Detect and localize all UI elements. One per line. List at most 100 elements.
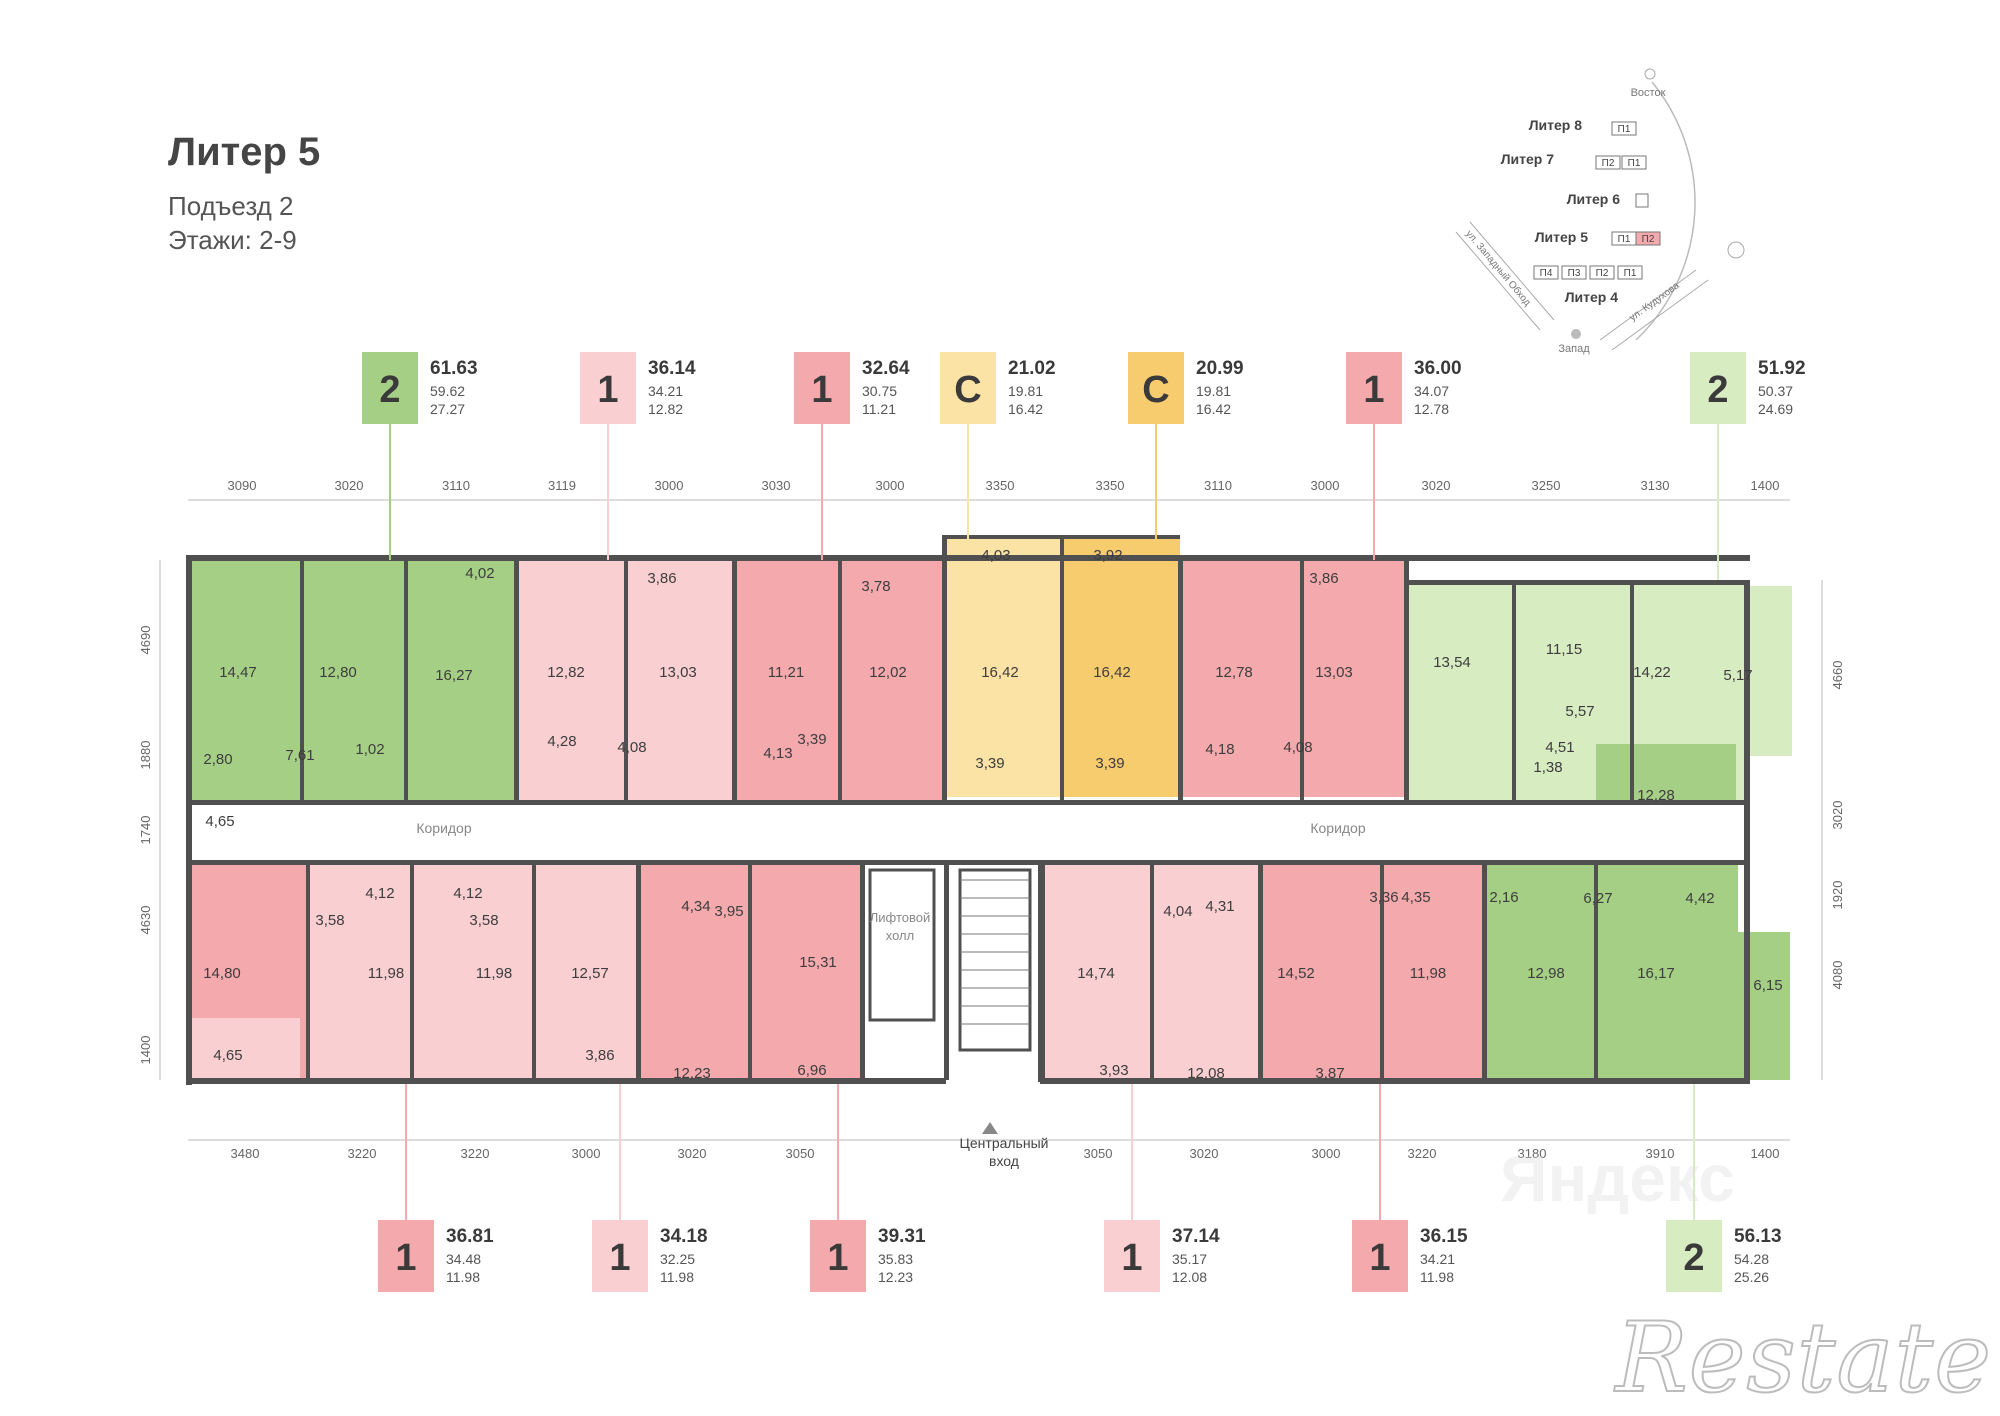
dimension-top: 3110	[1204, 478, 1232, 493]
badge-top-1-living: 34.21	[648, 383, 683, 399]
room-area-top: 4,18	[1205, 741, 1234, 758]
room-area-bottom: 4,35	[1401, 889, 1430, 906]
dimension-top: 3250	[1532, 478, 1561, 493]
dimension-top: 3030	[762, 478, 791, 493]
entrance-lit7-p2-label: П2	[1602, 158, 1615, 169]
room-area-top: 4,13	[763, 745, 792, 762]
dimension-bottom: 3000	[572, 1146, 601, 1161]
wall-20	[306, 862, 310, 1080]
badge-bottom-4-kitchen: 11.98	[1420, 1269, 1454, 1285]
lift-shaft-left	[868, 868, 936, 1022]
page-title: Литер 5	[168, 130, 321, 174]
room-area-bottom: 11,98	[476, 965, 512, 982]
liter-label: Литер 8	[1529, 117, 1583, 133]
dimension-bottom: 3050	[786, 1146, 815, 1161]
room-area-bottom: 4,31	[1205, 898, 1234, 915]
badge-bottom-3-total: 37.14	[1172, 1226, 1220, 1247]
plan-header: Литер 5 Подъезд 2 Этажи: 2-9	[168, 130, 320, 257]
dimension-top: 3110	[442, 478, 470, 493]
wall-28	[1258, 862, 1263, 1080]
dimension-left: 4690	[138, 626, 153, 655]
badge-top-3-kitchen: 16.42	[1008, 401, 1043, 417]
dimension-bottom: 3910	[1646, 1146, 1675, 1161]
entrance-label: Подъезд 2	[168, 191, 294, 221]
room-area-top: 4,65	[205, 813, 234, 830]
badge-bottom-0-rooms: 1	[395, 1237, 416, 1279]
room-area-top: 3,92	[1093, 547, 1122, 564]
room-area-top: 12,02	[869, 664, 907, 681]
entrance-lit7-p2-box	[1595, 155, 1621, 170]
room-area-bottom: 11,98	[368, 965, 404, 982]
wall-35	[1404, 580, 1750, 585]
wall-0	[186, 555, 1750, 561]
room-area-top: 5,17	[1723, 667, 1752, 684]
lift-hall-label: Лифтовой	[870, 910, 931, 925]
room-area-top: 3,39	[975, 755, 1004, 772]
liter-label: Литер 6	[1567, 191, 1621, 207]
room-area-bottom: 4,04	[1163, 903, 1192, 920]
room-area-bottom: 12,98	[1527, 965, 1565, 982]
badge-top-1-swatch	[580, 352, 636, 424]
badge-top-2-kitchen: 11.21	[862, 401, 896, 417]
badge-top-5-swatch	[1346, 352, 1402, 424]
badge-top-0-rooms: 2	[379, 369, 400, 411]
corridor-label: Коридор	[416, 820, 472, 836]
wall-12	[838, 555, 842, 805]
room-area-top: 11,15	[1546, 641, 1582, 658]
lift-hall	[862, 862, 1042, 1082]
room-area-bottom: 12,57	[571, 965, 609, 982]
room-area-top: 12,78	[1215, 664, 1253, 681]
badge-top-2-total: 32.64	[862, 358, 910, 379]
badge-top-2: 1 32.64 30.75 11.21	[794, 352, 910, 560]
badge-bottom-1-swatch	[592, 1220, 648, 1292]
apartment-studio-d	[944, 535, 1062, 797]
dimension-top: 3130	[1641, 478, 1670, 493]
room-area-top: 4,02	[465, 565, 494, 582]
badge-top-2-rooms: 1	[811, 369, 832, 411]
badge-bottom-1-rooms: 1	[609, 1237, 630, 1279]
entrance-lit5-p2-box	[1635, 231, 1661, 246]
room-area-bottom: 16,17	[1637, 965, 1675, 982]
room-area-top: 3,86	[1309, 570, 1338, 587]
room-area-top: 3,78	[861, 578, 890, 595]
dimension-left: 4630	[138, 906, 153, 935]
dimension-top: 1400	[1751, 478, 1780, 493]
entrance-lit8-p1-label: П1	[1618, 124, 1631, 135]
compass-arc	[1635, 81, 1696, 341]
badge-top-1-total: 36.14	[648, 358, 696, 379]
badge-bottom-4-total: 36.15	[1420, 1226, 1468, 1247]
balcony-bottom-left	[188, 1018, 300, 1082]
wall-22	[532, 862, 536, 1080]
badge-bottom-5-total: 56.13	[1734, 1226, 1782, 1247]
wall-17	[1404, 555, 1409, 805]
wall-8	[404, 555, 408, 805]
badge-top-4-total: 20.99	[1196, 358, 1244, 379]
stairs	[958, 868, 1032, 1052]
badge-top-3-total: 21.02	[1008, 358, 1056, 379]
wall-13	[942, 535, 947, 805]
dimension-bottom: 3020	[678, 1146, 707, 1161]
entrance-lit8-p1-box	[1611, 121, 1637, 136]
wall-29	[1380, 862, 1384, 1080]
badge-bottom-5-rooms: 2	[1683, 1237, 1704, 1279]
dimension-left: 1740	[138, 816, 153, 845]
wall-4	[1040, 1078, 1750, 1084]
badge-top-2-living: 30.75	[862, 383, 897, 399]
badge-bottom-0-living: 34.48	[446, 1251, 481, 1267]
dimension-top: 3000	[876, 478, 905, 493]
room-area-top: 12,82	[547, 664, 585, 681]
room-area-top: 7,61	[285, 747, 314, 764]
entrance-lit7-p1-box	[1621, 155, 1647, 170]
entrance-lit4-p4-box	[1533, 265, 1559, 280]
dimension-bottom: 1400	[1751, 1146, 1780, 1161]
badge-bottom-0-swatch	[378, 1220, 434, 1292]
apartment-1room-f	[1180, 557, 1406, 797]
room-area-top: 1,02	[355, 741, 384, 758]
badge-bottom-2-swatch	[810, 1220, 866, 1292]
